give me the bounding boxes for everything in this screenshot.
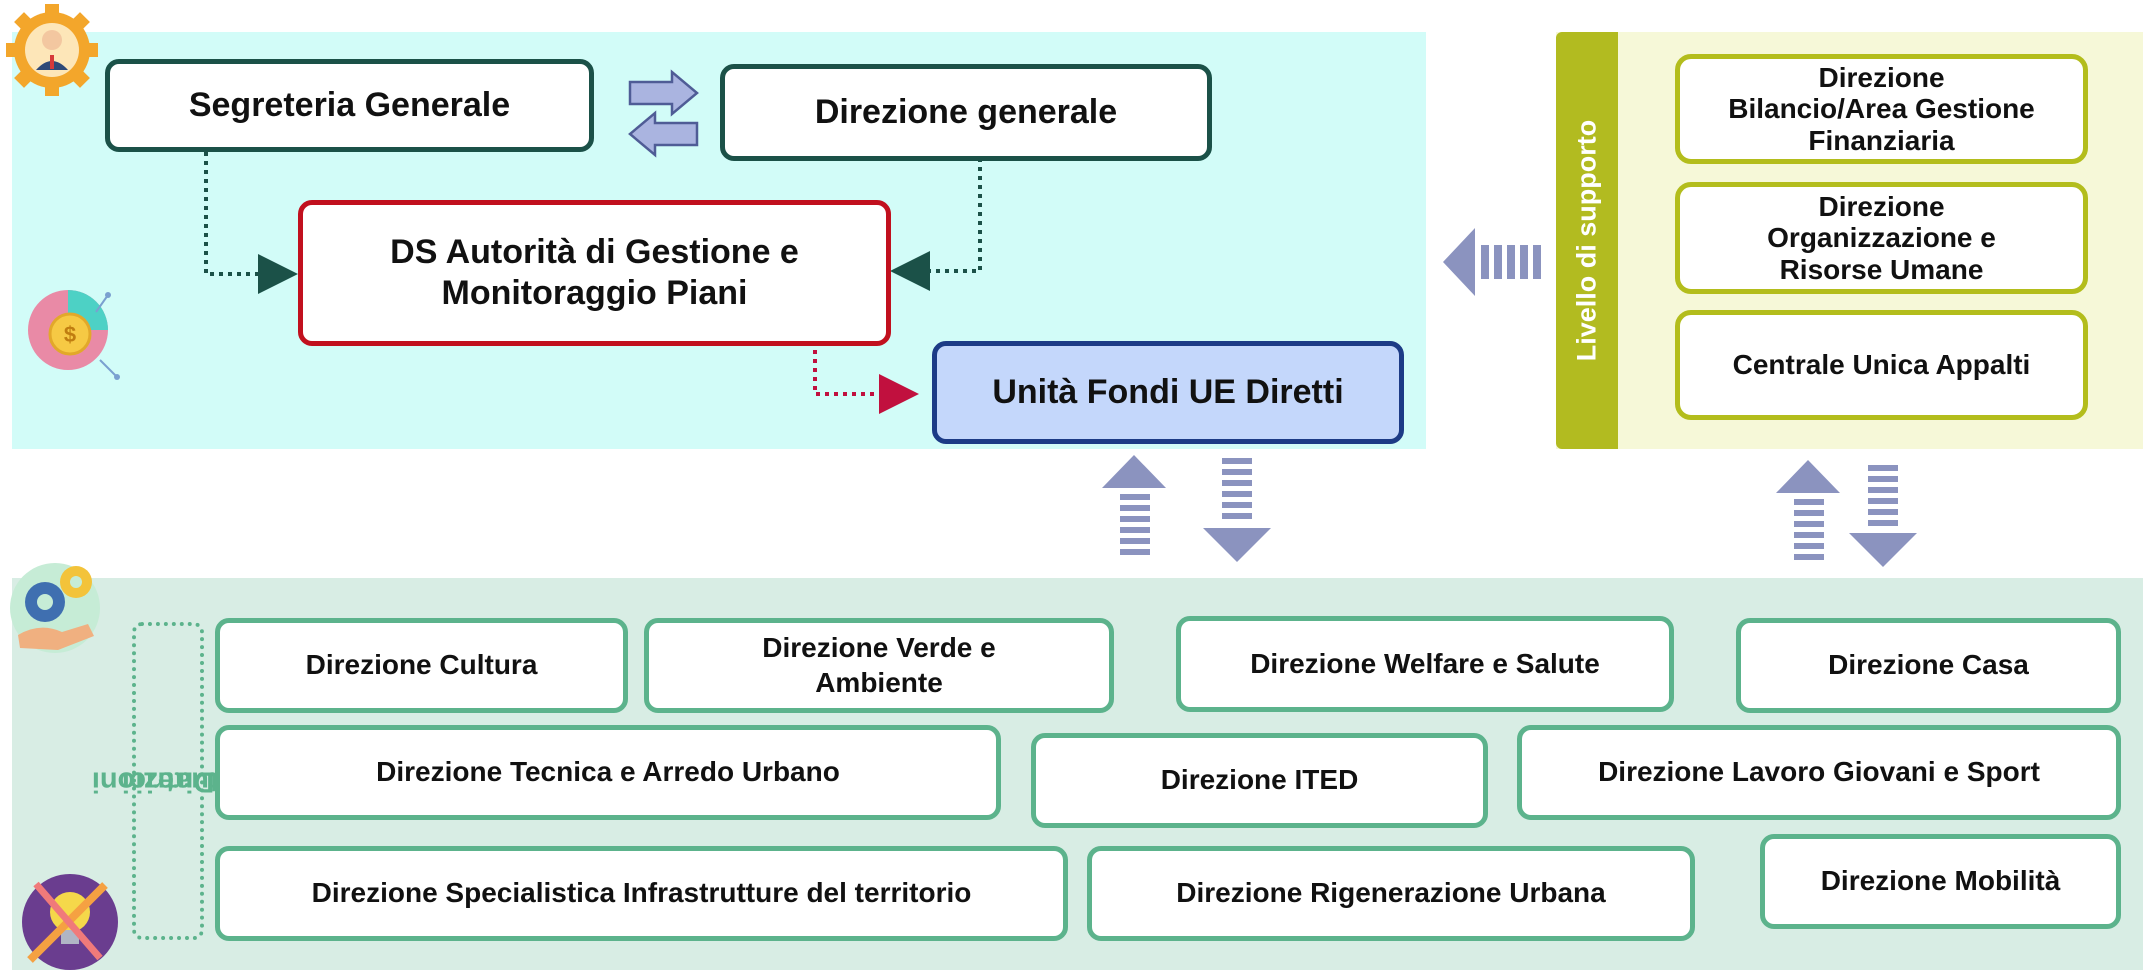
- direzione-bilancio-line1: Direzione: [1818, 61, 1945, 93]
- direzione-organizzazione-line3: Risorse Umane: [1779, 253, 1984, 285]
- direzione-tecnica-label: Direzione Tecnica e Arredo Urbano: [376, 756, 840, 788]
- direzione-casa-box: Direzione Casa: [1736, 618, 2121, 713]
- connector-direzione-ds: [890, 158, 982, 291]
- centrale-unica-appalti-label: Centrale Unica Appalti: [1732, 348, 2031, 380]
- attuatrici-label-text: Direzioni attuatrici: [92, 720, 245, 842]
- exchange-arrows: [628, 69, 699, 158]
- direzione-welfare-box: Direzione Welfare e Salute: [1176, 616, 1674, 712]
- direzione-casa-label: Direzione Casa: [1828, 649, 2029, 681]
- direzione-tecnica-box: Direzione Tecnica e Arredo Urbano: [215, 725, 1001, 820]
- direzione-organizzazione-line2: Organizzazione e: [1767, 222, 1996, 254]
- connector-ds-unita: [813, 350, 919, 414]
- direzione-lavoro-label: Direzione Lavoro Giovani e Sport: [1598, 756, 2040, 788]
- direzione-bilancio-line3: Finanziaria: [1808, 124, 1955, 156]
- money-chart-icon: $: [28, 290, 120, 380]
- unita-fondi-ue-box: Unità Fondi UE Diretti: [932, 341, 1404, 444]
- direzione-mobilita-label: Direzione Mobilità: [1820, 865, 2061, 897]
- segreteria-generale-label: Segreteria Generale: [188, 85, 511, 124]
- ds-autorita-box: DS Autorità di Gestione e Monitoraggio P…: [298, 200, 891, 346]
- ds-autorita-label-line2: Monitoraggio Piani: [441, 274, 748, 312]
- unita-exchange-arrows: [1102, 455, 1271, 562]
- direzione-generale-box: Direzione generale: [720, 64, 1212, 161]
- direzione-bilancio-box: Direzione Bilancio/Area Gestione Finanzi…: [1675, 54, 2088, 164]
- connector-segreteria-ds: [204, 152, 298, 294]
- svg-text:$: $: [64, 322, 76, 347]
- gears-hand-icon: [10, 563, 100, 653]
- attuatrici-label: Direzioni attuatrici: [92, 622, 245, 940]
- direzione-verde-box: Direzione Verde e Ambiente: [644, 618, 1114, 713]
- support-to-governance-arrow: [1443, 228, 1541, 296]
- direzione-verde-line1: Direzione Verde e: [762, 632, 996, 664]
- attuatrici-frame: [132, 622, 204, 940]
- direzione-specialistica-box: Direzione Specialistica Infrastrutture d…: [215, 846, 1068, 941]
- direzione-bilancio-line2: Bilancio/Area Gestione: [1728, 93, 2035, 125]
- direzione-rigenerazione-box: Direzione Rigenerazione Urbana: [1087, 846, 1695, 941]
- direzione-organizzazione-box: Direzione Organizzazione e Risorse Umane: [1675, 182, 2088, 294]
- centrale-unica-appalti-box: Centrale Unica Appalti: [1675, 310, 2088, 420]
- direzione-specialistica-label: Direzione Specialistica Infrastrutture d…: [311, 877, 972, 909]
- direzione-organizzazione-line1: Direzione: [1818, 190, 1945, 222]
- unita-fondi-ue-label: Unità Fondi UE Diretti: [992, 372, 1344, 411]
- direzione-ited-box: Direzione ITED: [1031, 733, 1488, 828]
- direzione-cultura-label: Direzione Cultura: [305, 649, 538, 681]
- segreteria-generale-box: Segreteria Generale: [105, 59, 594, 152]
- lightbulb-pencil-icon: [22, 874, 118, 970]
- direzione-cultura-box: Direzione Cultura: [215, 618, 628, 713]
- support-exchange-arrows: [1776, 460, 1917, 567]
- direzione-welfare-label: Direzione Welfare e Salute: [1250, 647, 1600, 679]
- direzione-rigenerazione-label: Direzione Rigenerazione Urbana: [1176, 877, 1606, 909]
- ds-autorita-label-line1: DS Autorità di Gestione e: [390, 232, 799, 271]
- direzione-ited-label: Direzione ITED: [1160, 764, 1359, 796]
- manager-gear-icon: [6, 4, 98, 96]
- direzione-generale-label: Direzione generale: [814, 92, 1118, 131]
- direzione-mobilita-box: Direzione Mobilità: [1760, 834, 2121, 929]
- direzione-verde-line2: Ambiente: [815, 666, 943, 698]
- support-level-bar: [1556, 32, 1618, 449]
- direzione-lavoro-box: Direzione Lavoro Giovani e Sport: [1517, 725, 2121, 820]
